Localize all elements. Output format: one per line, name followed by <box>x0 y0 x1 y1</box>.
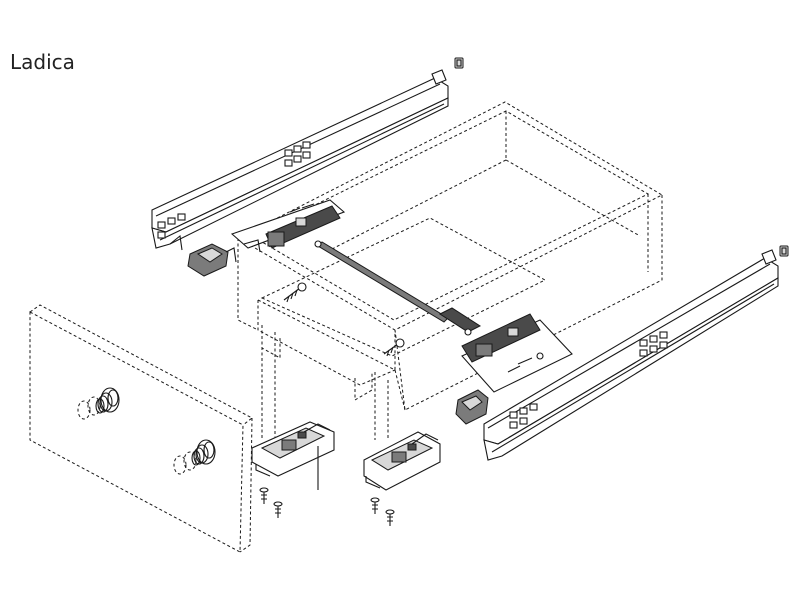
alignment-lines <box>261 325 389 440</box>
front-fixing-clip-left <box>251 421 335 490</box>
clip-screw-2 <box>273 501 283 518</box>
runner-right-holes <box>509 331 668 429</box>
synchronization-rod <box>314 240 482 336</box>
front-adjuster-left <box>95 387 120 414</box>
locking-device-left <box>230 199 346 253</box>
box-screw-right <box>383 338 405 357</box>
rear-hook-left <box>187 243 237 277</box>
clip-screw-1 <box>259 487 269 504</box>
runner-end-cap-right <box>779 245 789 257</box>
drawer-box-outline <box>236 101 664 411</box>
rear-hook-right <box>455 389 489 425</box>
clip-screws <box>259 487 395 526</box>
clip-screw-4 <box>385 509 395 526</box>
diagram-title: Ladica <box>10 50 75 74</box>
runner-left-holes <box>157 141 311 239</box>
runner-end-cap-left <box>454 57 464 69</box>
clip-screw-3 <box>370 497 380 514</box>
front-adjuster-right <box>191 439 216 466</box>
box-screw-left <box>283 282 307 303</box>
drawer-runner-right <box>483 249 779 461</box>
front-fixing-clip-right <box>363 431 441 491</box>
drawer-runner-left <box>151 69 449 251</box>
locking-device-right <box>461 313 573 393</box>
drawer-front-outline <box>29 304 253 553</box>
